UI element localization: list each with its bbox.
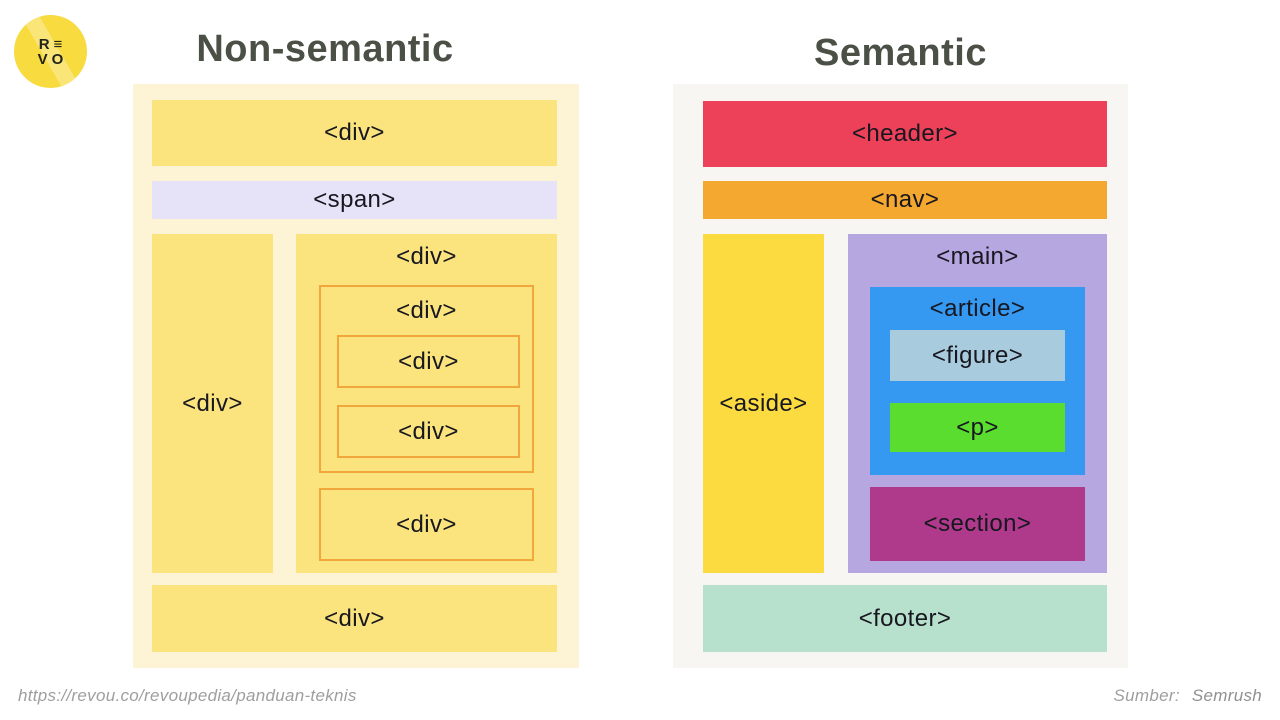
span-box-label: <span> [313, 186, 396, 213]
main-box-label-area: <main> [848, 234, 1107, 280]
header-box: <header> [703, 101, 1107, 167]
aside-box: <aside> [703, 234, 824, 573]
figure-box: <figure> [890, 330, 1065, 381]
nav-box-label: <nav> [870, 186, 940, 213]
source-credit-label: Sumber: [1113, 686, 1180, 705]
source-credit-value: Semrush [1191, 686, 1262, 705]
revo-logo-text-row1: R≡ [38, 35, 67, 53]
semantic-panel: <header> <nav> <aside> <main> <article> … [673, 84, 1128, 668]
revo-logo-text-row2: VO [37, 50, 68, 68]
section-box: <section> [870, 487, 1085, 561]
non-semantic-panel: <div> <span> <div> <div> <div> <div> <di… [133, 84, 579, 668]
nested-div-inner-2: <div> [337, 405, 520, 458]
figure-box-label: <figure> [931, 341, 1024, 369]
article-box-label-area: <article> [870, 287, 1085, 331]
article-box-label: <article> [929, 295, 1026, 322]
nested-div-wrapper: <div> <div> <div> [319, 285, 534, 473]
nested-div-inner-1: <div> [337, 335, 520, 388]
div-box-sidebar: <div> [152, 234, 273, 573]
nested-div-inner-1-label: <div> [398, 347, 459, 375]
source-credit: Sumber: Semrush [1114, 686, 1262, 706]
p-box-label: <p> [956, 413, 999, 441]
p-box: <p> [890, 403, 1065, 452]
article-box: <article> <figure> <p> [870, 287, 1085, 475]
section-box-label: <section> [923, 510, 1032, 537]
div-box-top: <div> [152, 100, 557, 166]
span-box: <span> [152, 181, 557, 219]
div-box-content-container: <div> <div> <div> <div> <div> [296, 234, 557, 573]
div-box-content-label: <div> [396, 243, 457, 270]
nested-div-wrapper-label-area: <div> [321, 287, 532, 335]
revo-logo: R≡ VO [14, 15, 87, 88]
source-url: https://revou.co/revoupedia/panduan-tekn… [18, 686, 357, 705]
nav-box: <nav> [703, 181, 1107, 219]
footer-box: <footer> [703, 585, 1107, 652]
nested-div-outlined-bottom-label: <div> [396, 510, 457, 538]
footer-box-label: <footer> [858, 604, 952, 632]
nested-div-outlined-bottom: <div> [319, 488, 534, 561]
div-box-top-label: <div> [324, 119, 385, 146]
div-box-content-label-area: <div> [296, 234, 557, 280]
div-box-bottom-label: <div> [324, 604, 385, 632]
non-semantic-title: Non-semantic [196, 28, 454, 70]
main-box-label: <main> [936, 243, 1019, 270]
div-box-sidebar-label: <div> [182, 389, 243, 417]
nested-div-wrapper-label: <div> [396, 297, 457, 324]
aside-box-label: <aside> [719, 389, 808, 417]
main-box: <main> <article> <figure> <p> <section> [848, 234, 1107, 573]
nested-div-inner-2-label: <div> [398, 417, 459, 445]
semantic-title: Semantic [814, 32, 987, 74]
div-box-bottom: <div> [152, 585, 557, 652]
header-box-label: <header> [852, 120, 958, 147]
